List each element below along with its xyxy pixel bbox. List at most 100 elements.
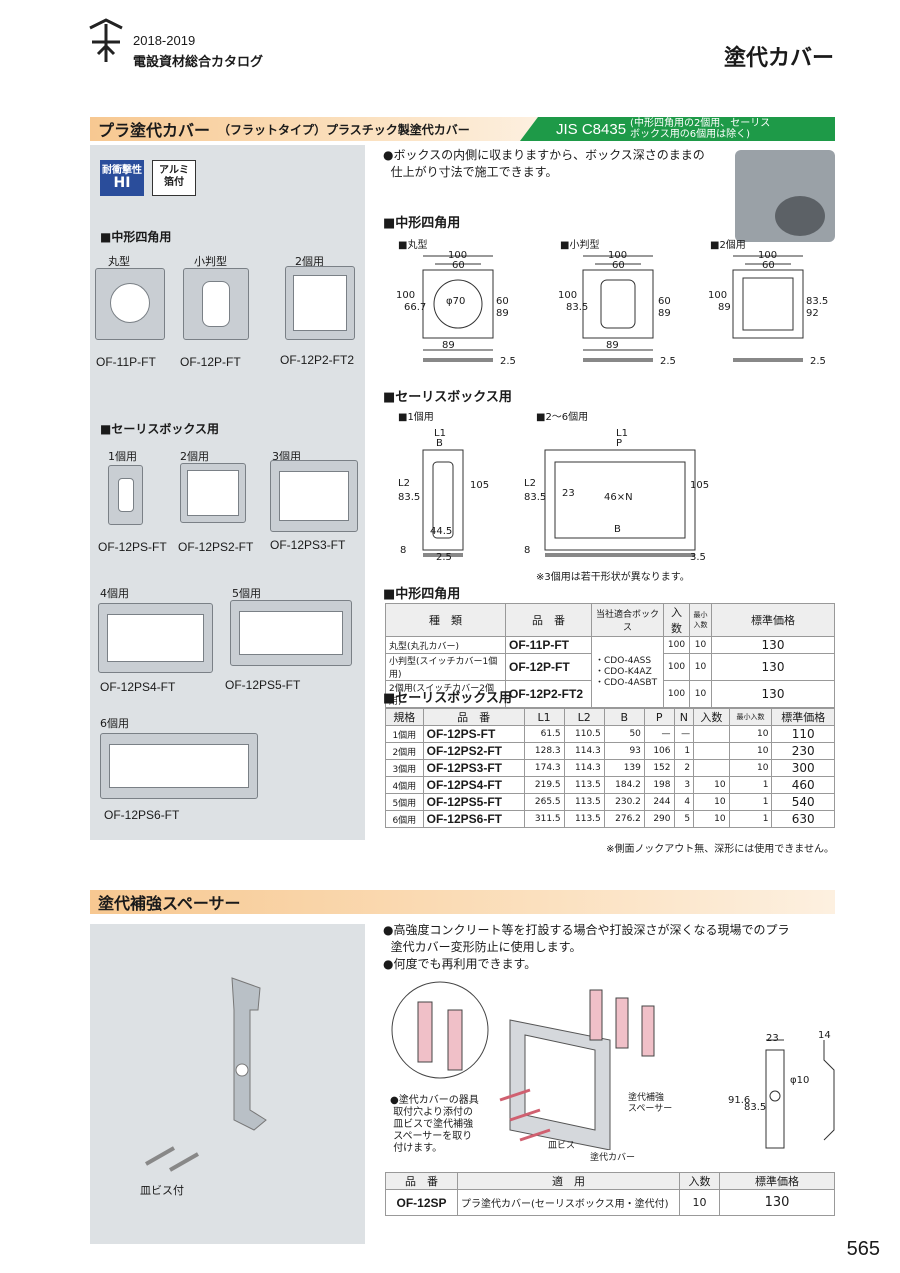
dim-89-side-a: 89	[496, 308, 509, 319]
diagram-note: ※3個用は若干形状が異なります。	[536, 572, 690, 583]
feature-bullet-1: ●ボックスの内側に収まりますから、ボックス深さのままの 仕上がり寸法で施工できま…	[383, 148, 705, 179]
left-heading-sellis-box: ■セーリスボックス用	[100, 422, 219, 436]
part-of-12ps5-ft: OF-12PS5-FT	[225, 678, 301, 692]
diagram-heading-square: ■中形四角用	[383, 216, 461, 231]
product-image-of-12ps6	[100, 733, 258, 799]
dim-100-c: 100	[758, 250, 778, 261]
screw-label: 皿ビス付	[140, 1184, 184, 1197]
spacer-product-image	[231, 977, 267, 1131]
th2-col: 品 番	[422, 708, 525, 726]
type-ps3: 3個用	[272, 450, 301, 463]
jis-banner: JIS C8435 (中形四角用の2個用、セーリスボックス用の6個用は除く)	[520, 117, 835, 141]
dim-100-b: 100	[608, 250, 628, 261]
label-cover: 塗代カバー	[590, 1153, 636, 1163]
diagram-label-single: ■1個用	[398, 412, 434, 423]
dim-83-5-c: 83.5	[806, 296, 829, 307]
type-oval: 小判型	[194, 255, 227, 268]
part-of-12ps6-ft: OF-12PS6-FT	[104, 808, 180, 822]
dim-100-side-c: 100	[708, 290, 728, 301]
type-ps5: 5個用	[232, 587, 261, 600]
th-price: 標準価格	[711, 603, 835, 637]
product-image-of-12p	[183, 268, 249, 340]
catalog-years: 2018-2019	[133, 33, 196, 48]
dim-83-5-e: 83.5	[524, 492, 547, 503]
table2-note: ※側面ノックアウト無、深形には使用できません。	[606, 844, 834, 855]
dim-89-side-b: 89	[658, 308, 671, 319]
dim-L1-b: L1	[616, 428, 628, 439]
installation-photo	[735, 150, 835, 242]
product-image-of-12p2	[285, 266, 355, 340]
type-ps4: 4個用	[100, 587, 129, 600]
th2-col: 入数	[693, 708, 730, 726]
part-of-12ps3-ft: OF-12PS3-FT	[270, 538, 346, 552]
dim-L2-b: L2	[524, 478, 536, 489]
dim-60-side-a: 60	[496, 296, 509, 307]
th-box: 当社適合ボックス	[591, 603, 664, 637]
th2-col: B	[603, 708, 645, 726]
aluminum-foil-badge: アルミ箔付	[152, 160, 196, 196]
diagram-label-oval: ■小判型	[560, 240, 600, 251]
table2-heading: ■セーリスボックス用	[383, 691, 512, 706]
spacer-bullet-1: ●高強度コンクリート等を打設する場合や打設深さが深くなる現場でのプラ 塗代カバー…	[383, 923, 790, 954]
th3-use: 適 用	[457, 1172, 680, 1190]
compatible-box-cell: ・CDO-4ASS ・CDO-K4AZ ・CDO-4ASBT	[591, 636, 664, 708]
dim-89-b: 89	[606, 340, 619, 351]
part-of-12ps-ft: OF-12PS-FT	[98, 540, 167, 554]
part-of-11p-ft: OF-11P-FT	[96, 355, 156, 369]
diagram-label-multi: ■2〜6個用	[536, 412, 589, 423]
dim-2-5-c: 2.5	[810, 356, 826, 367]
product-image-of-12ps2	[180, 463, 246, 523]
th-qty: 入数	[663, 603, 690, 637]
type-round: 丸型	[108, 255, 130, 268]
type-double: 2個用	[295, 255, 324, 268]
dim-B-a: B	[436, 438, 443, 449]
th2-col: L2	[563, 708, 605, 726]
dim-3-5: 3.5	[690, 552, 706, 563]
dim-100-side-a: 100	[396, 290, 416, 301]
dim-60-side-b: 60	[658, 296, 671, 307]
dim-100-a: 100	[448, 250, 468, 261]
screw-icon	[145, 1146, 199, 1172]
dim-89-side-c: 89	[718, 302, 731, 313]
type-ps2: 2個用	[180, 450, 209, 463]
catalog-name: 電設資材総合カタログ	[133, 55, 264, 70]
section1-title: プラ塗代カバー	[98, 121, 211, 140]
mirai-logo-icon	[89, 18, 123, 62]
table-square-box: 種 類 品 番 当社適合ボックス 入数 最小入数 標準価格 丸型(丸孔カバー) …	[385, 603, 835, 708]
table-row: 丸型(丸孔カバー) OF-11P-FT ・CDO-4ASS ・CDO-K4AZ …	[385, 636, 835, 708]
table-row: OF-12SP プラ塗代カバー(セーリスボックス用・塗代付) 10 130	[385, 1189, 835, 1216]
dim-2-5-b: 2.5	[660, 356, 676, 367]
dim-66-7: 66.7	[404, 302, 427, 313]
part-of-12p-ft: OF-12P-FT	[180, 355, 241, 369]
dim-phi10: φ10	[790, 1075, 810, 1086]
dim-89-a: 89	[442, 340, 455, 351]
dim-P-b: P	[616, 438, 623, 449]
label-spacer: 塗代補強スペーサー	[628, 1093, 673, 1114]
part-of-12ps2-ft: OF-12PS2-FT	[178, 540, 254, 554]
dim-100-side-b: 100	[558, 290, 578, 301]
table-spacer: 品 番 適 用 入数 標準価格 OF-12SP プラ塗代カバー(セーリスボックス…	[385, 1172, 835, 1216]
product-image-of-12ps4	[98, 603, 213, 673]
th-part: 品 番	[505, 603, 592, 637]
product-image-of-11p	[95, 268, 165, 340]
table1-heading: ■中形四角用	[383, 587, 461, 602]
th2-col: 標準価格	[771, 708, 835, 726]
section1-header: プラ塗代カバー （フラットタイプ）プラスチック製塗代カバー	[90, 117, 540, 141]
diagram-label-round: ■丸型	[398, 240, 428, 251]
th2-col: L1	[523, 708, 565, 726]
dim-8-a: 8	[400, 545, 407, 556]
table-row: 2個用(スイッチカバー2個用) OF-12P2-FT2 100 10 130	[385, 680, 835, 708]
dim-91-6: 91.6	[728, 1095, 751, 1106]
dim-23-spacer: 23	[766, 1033, 779, 1044]
part-of-12ps4-ft: OF-12PS4-FT	[100, 680, 176, 694]
assembly-callout: ●塗代カバーの器具 取付穴より添付の 皿ビスで塗代補強 スペーサーを取り 付けま…	[390, 1095, 479, 1154]
dim-B-b: B	[614, 524, 621, 535]
dim-14-spacer: 14	[818, 1030, 831, 1041]
label-screw: 皿ビス	[548, 1141, 576, 1151]
th2-col: 最小入数	[728, 708, 773, 726]
